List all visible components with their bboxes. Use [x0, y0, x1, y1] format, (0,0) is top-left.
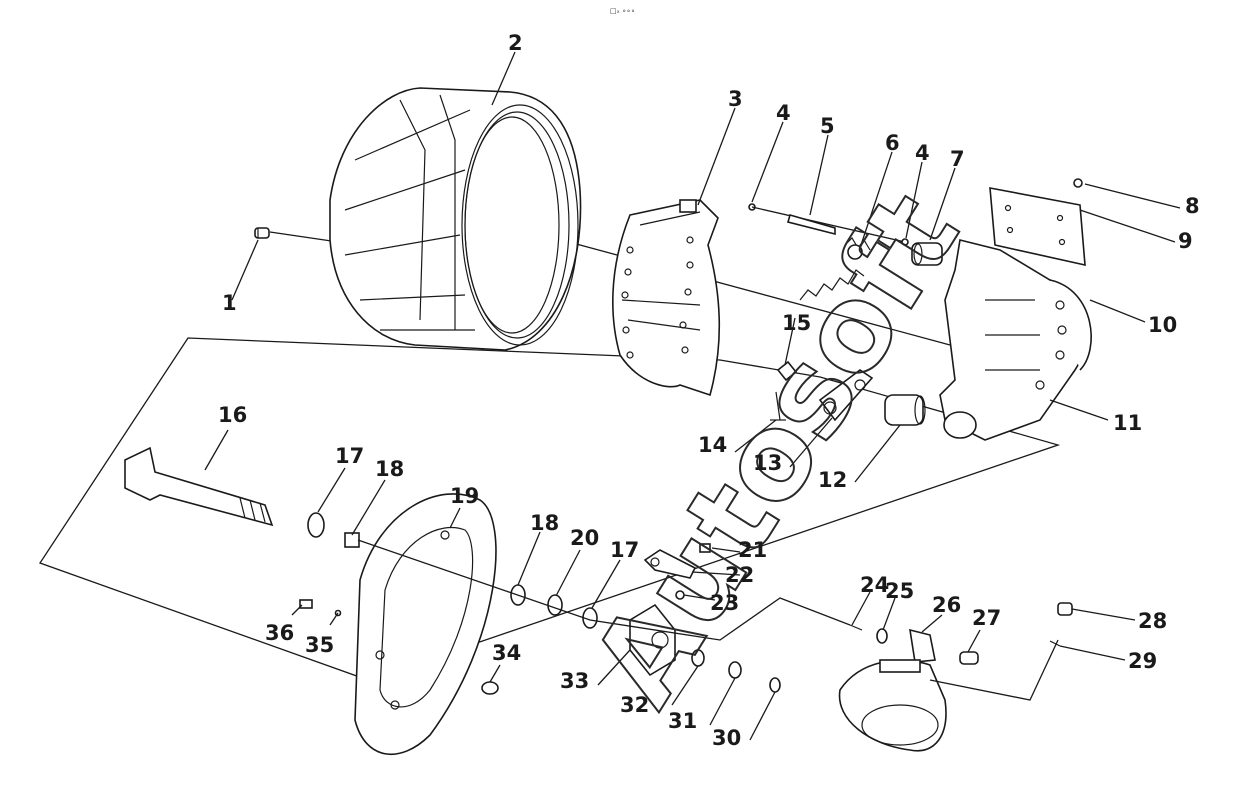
callout-10: 10 [1148, 313, 1177, 337]
assembly-frame [39, 337, 1061, 681]
header-mark: □ₓ ∘∘∘ [610, 7, 635, 15]
callout-25: 25 [885, 579, 914, 603]
callout-20: 20 [570, 526, 599, 550]
callout-12: 12 [818, 468, 847, 492]
callout-17b: 17 [610, 538, 639, 562]
callout-4b: 4 [915, 141, 930, 165]
callout-18a: 18 [375, 457, 404, 481]
callout-33: 33 [560, 669, 589, 693]
callout-5: 5 [820, 114, 835, 138]
callout-36: 36 [265, 621, 294, 645]
leader-lines [204, 51, 1181, 741]
callout-3: 3 [728, 87, 743, 111]
brake-drum-part [329, 87, 582, 351]
callout-21: 21 [738, 538, 767, 562]
callout-35: 35 [305, 633, 334, 657]
callout-13: 13 [753, 451, 782, 475]
lining-holes [621, 236, 694, 359]
callout-29: 29 [1128, 649, 1157, 673]
callout-32: 32 [620, 693, 649, 717]
callout-14: 14 [698, 433, 727, 457]
callout-16: 16 [218, 403, 247, 427]
callout-23: 23 [710, 591, 739, 615]
dust-shield-part [354, 493, 497, 756]
callout-15: 15 [782, 311, 811, 335]
anchor-plate-part [818, 369, 874, 422]
callout-28: 28 [1138, 609, 1167, 633]
callout-26: 26 [932, 593, 961, 617]
callout-9: 9 [1178, 229, 1193, 253]
roller-part [911, 242, 943, 266]
lining-plate-part [989, 178, 1086, 267]
lower-washers [691, 649, 781, 693]
rivet-part [254, 227, 270, 239]
callout-11: 11 [1113, 411, 1142, 435]
callout-22: 22 [725, 563, 754, 587]
camshaft-part [124, 446, 274, 527]
callout-8: 8 [1185, 194, 1200, 218]
brake-shoe-part [939, 239, 1092, 441]
callout-27: 27 [972, 606, 1001, 630]
callout-labels: 1 2 3 4 5 6 4 7 8 9 10 11 12 13 14 15 16… [218, 31, 1200, 750]
callout-30: 30 [712, 726, 741, 750]
callout-2: 2 [508, 31, 523, 55]
spring-assembly-part [748, 203, 909, 301]
plug-part [1049, 602, 1073, 647]
callout-4a: 4 [776, 101, 791, 125]
callout-24: 24 [860, 573, 889, 597]
brake-shoe-lining-part [612, 199, 721, 397]
callout-7: 7 [950, 147, 965, 171]
clevis-part [849, 624, 979, 665]
callout-19: 19 [450, 484, 479, 508]
callout-17a: 17 [335, 444, 364, 468]
callout-18b: 18 [530, 511, 559, 535]
roller-bushing-part [884, 394, 926, 426]
callout-6: 6 [885, 131, 900, 155]
camshaft-seals [307, 512, 360, 548]
callout-34: 34 [492, 641, 521, 665]
brake-chamber-part [838, 659, 947, 752]
callout-31: 31 [668, 709, 697, 733]
bracket-part [643, 543, 711, 600]
callout-1: 1 [222, 291, 237, 315]
